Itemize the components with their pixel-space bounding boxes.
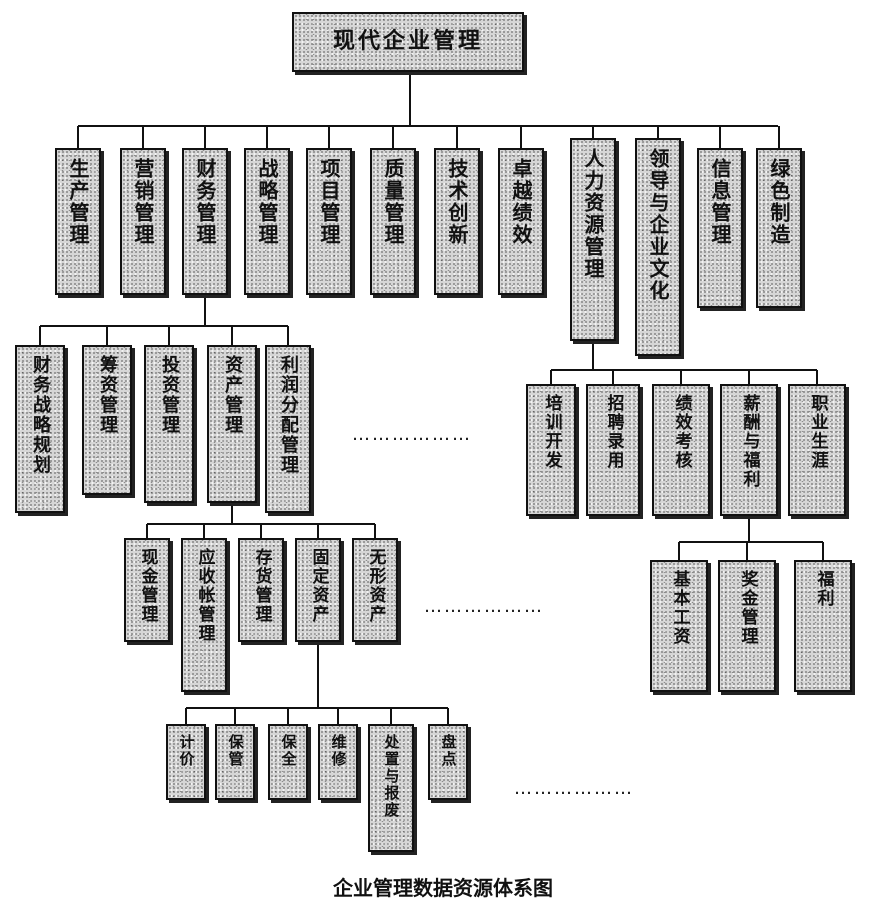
node-label: 处置与报废 xyxy=(382,734,401,819)
node-label: 奖金管理 xyxy=(737,570,758,646)
node-label: 应收帐管理 xyxy=(194,548,215,643)
node-label: 营销管理 xyxy=(131,158,155,246)
node-label: 保全 xyxy=(279,734,298,768)
node-label: 项目管理 xyxy=(317,158,341,246)
node-label: 战略管理 xyxy=(255,158,279,246)
node-label: 无形资产 xyxy=(365,548,386,624)
node-label: 招聘录用 xyxy=(603,394,624,470)
node-label: 筹资管理 xyxy=(97,355,118,435)
node-financing: 筹资管理 xyxy=(82,345,132,495)
node-label: 培训开发 xyxy=(541,394,562,470)
node-label: 信息管理 xyxy=(708,158,732,246)
node-bonus: 奖金管理 xyxy=(718,560,776,692)
node-cash: 现金管理 xyxy=(124,538,170,642)
node-label: 生产管理 xyxy=(66,158,90,246)
node-label: 资产管理 xyxy=(222,355,243,435)
node-hr: 人力资源管理 xyxy=(570,138,616,341)
node-label: 盘点 xyxy=(439,734,458,768)
diagram-caption: 企业管理数据资源体系图 xyxy=(333,876,553,900)
node-label: 财务管理 xyxy=(193,158,217,246)
node-root-label: 现代企业管理 xyxy=(332,29,483,54)
node-recruitment: 招聘录用 xyxy=(586,384,640,516)
node-label: 保管 xyxy=(226,734,245,768)
node-label: 质量管理 xyxy=(381,158,405,246)
node-receivables: 应收帐管理 xyxy=(181,538,227,692)
node-quality: 质量管理 xyxy=(370,148,416,295)
node-label: 投资管理 xyxy=(159,355,180,435)
node-green: 绿色制造 xyxy=(756,148,802,308)
node-label: 绿色制造 xyxy=(767,158,791,246)
node-custody: 保管 xyxy=(215,724,255,800)
node-production: 生产管理 xyxy=(55,148,101,295)
node-label: 财务战略规划 xyxy=(30,355,51,475)
node-label: 基本工资 xyxy=(669,570,690,646)
node-label: 维修 xyxy=(329,734,348,768)
node-strategy: 战略管理 xyxy=(244,148,290,295)
ellipsis-assets: ……………… xyxy=(424,596,544,617)
node-label: 技术创新 xyxy=(445,158,469,246)
node-label: 利润分配管理 xyxy=(278,355,299,475)
node-intangible-assets: 无形资产 xyxy=(352,538,398,642)
node-label: 现金管理 xyxy=(137,548,158,624)
node-label: 卓越绩效 xyxy=(509,158,533,246)
node-preservation: 保全 xyxy=(268,724,308,800)
node-label: 固定资产 xyxy=(308,548,329,624)
node-training: 培训开发 xyxy=(526,384,576,516)
node-profit-distribution: 利润分配管理 xyxy=(265,345,311,513)
node-root: 现代企业管理 xyxy=(292,12,524,72)
node-base-salary: 基本工资 xyxy=(650,560,708,692)
node-asset-management: 资产管理 xyxy=(207,345,257,503)
node-innovation: 技术创新 xyxy=(434,148,480,295)
node-project: 项目管理 xyxy=(306,148,352,295)
node-excellence: 卓越绩效 xyxy=(498,148,544,295)
node-label: 绩效考核 xyxy=(671,394,692,470)
node-compensation: 薪酬与福利 xyxy=(720,384,778,516)
node-finance: 财务管理 xyxy=(182,148,228,295)
node-inventory: 存货管理 xyxy=(238,538,284,642)
node-finance-strategy: 财务战略规划 xyxy=(15,345,65,513)
ellipsis-fixed-assets: ……………… xyxy=(514,778,634,799)
ellipsis-finance: ……………… xyxy=(352,424,472,445)
node-label: 人力资源管理 xyxy=(581,148,605,280)
node-label: 领导与企业文化 xyxy=(646,148,670,302)
node-information: 信息管理 xyxy=(697,148,743,308)
node-label: 福利 xyxy=(813,570,834,608)
node-disposal: 处置与报废 xyxy=(368,724,414,852)
node-leadership: 领导与企业文化 xyxy=(635,138,681,356)
node-label: 计价 xyxy=(177,734,196,768)
node-label: 薪酬与福利 xyxy=(739,394,760,489)
node-maintenance: 维修 xyxy=(318,724,358,800)
node-valuation: 计价 xyxy=(166,724,206,800)
node-performance: 绩效考核 xyxy=(652,384,710,516)
node-label: 职业生涯 xyxy=(807,394,828,470)
node-marketing: 营销管理 xyxy=(120,148,166,295)
node-stocktaking: 盘点 xyxy=(428,724,468,800)
node-fixed-assets: 固定资产 xyxy=(295,538,341,642)
node-career: 职业生涯 xyxy=(788,384,846,516)
node-label: 存货管理 xyxy=(251,548,272,624)
node-welfare: 福利 xyxy=(794,560,852,692)
node-investment: 投资管理 xyxy=(144,345,194,503)
